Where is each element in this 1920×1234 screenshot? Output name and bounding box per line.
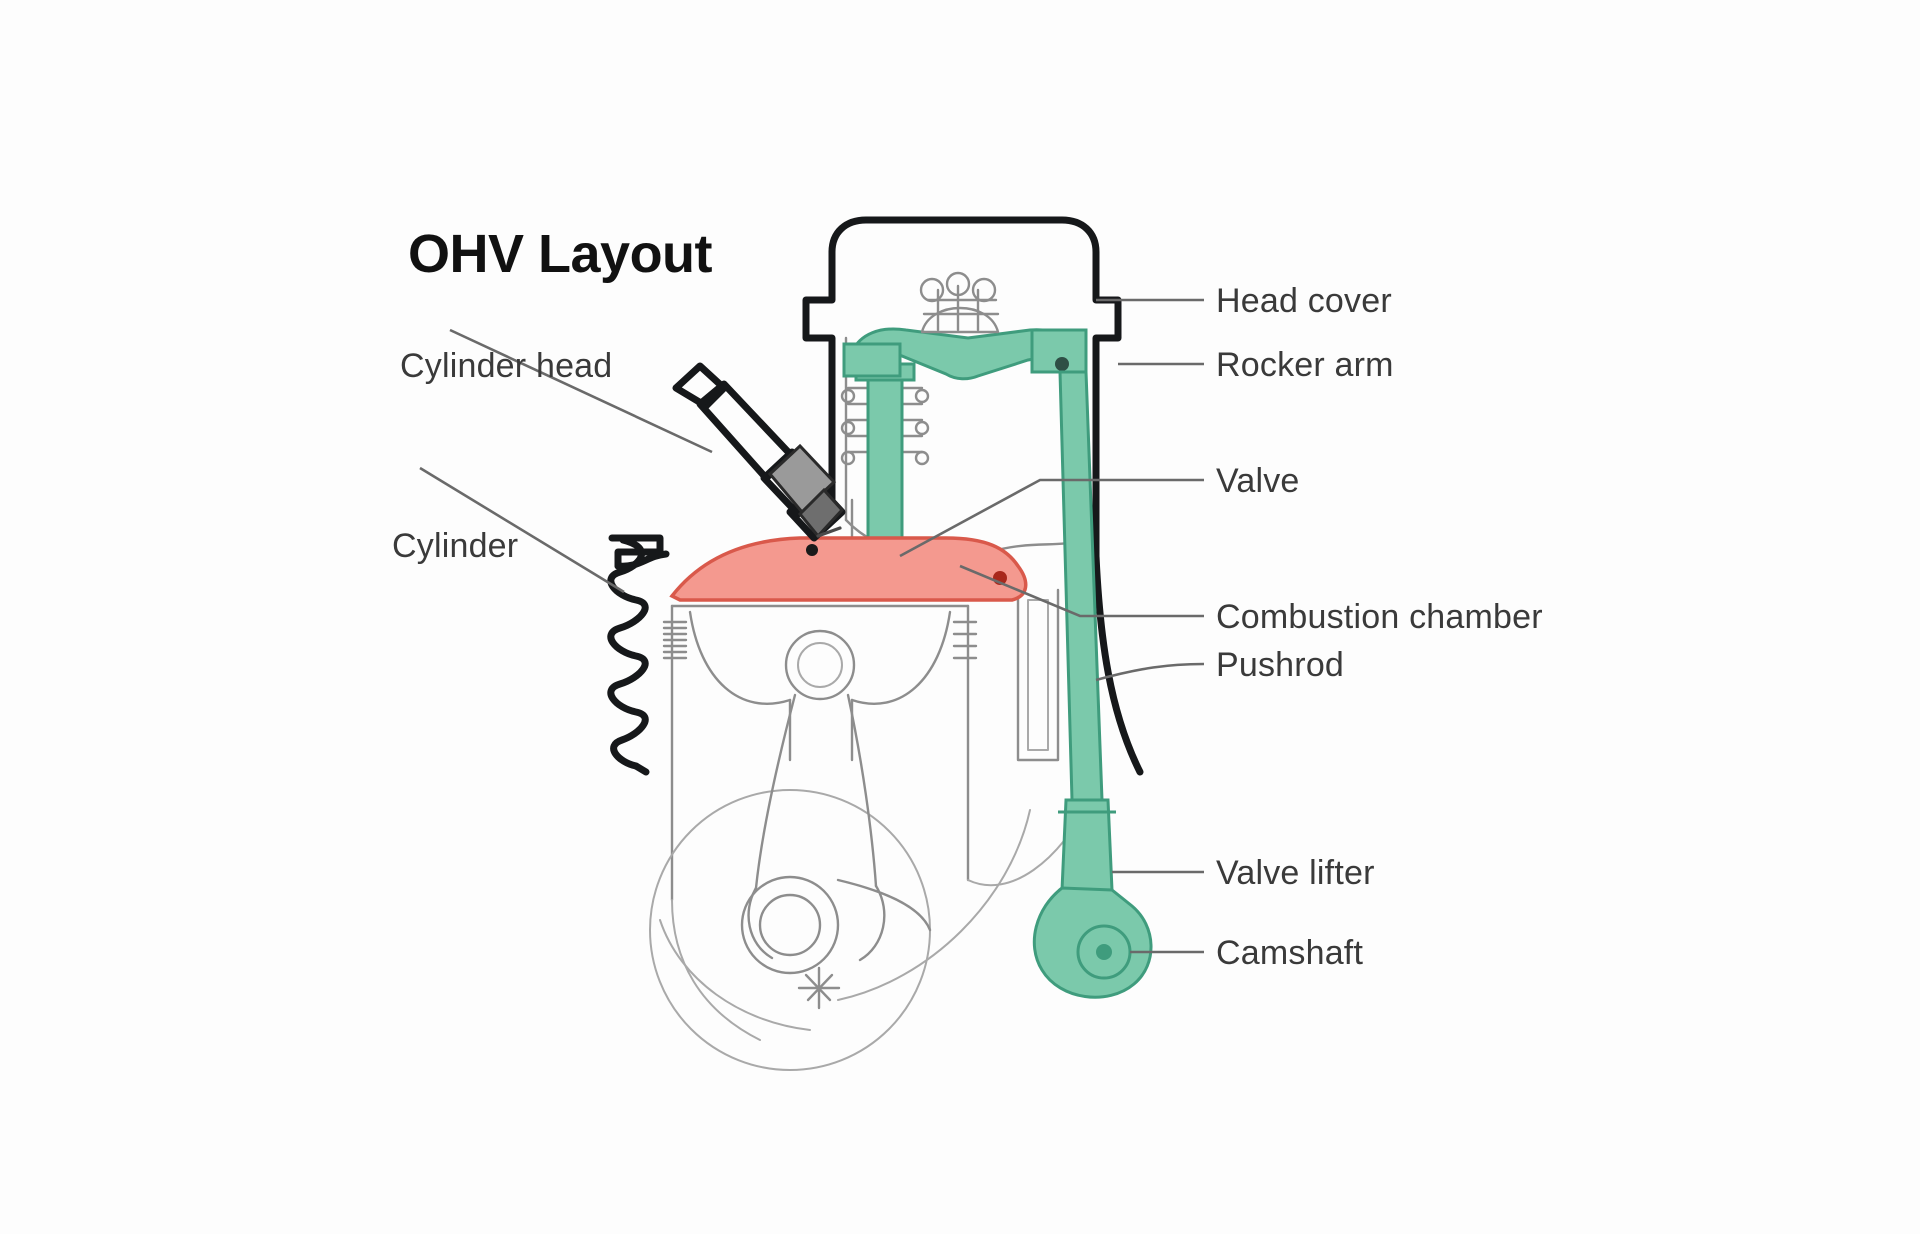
combustion-chamber-body xyxy=(669,536,1028,602)
label-combustion-chamber: Combustion chamber xyxy=(1216,598,1543,636)
leader-cylinder xyxy=(419,466,625,594)
piston-rings-right xyxy=(952,620,978,660)
valve-stem xyxy=(866,368,904,558)
label-valve-lifter: Valve lifter xyxy=(1216,854,1375,892)
spark-plug-tip xyxy=(797,487,845,539)
labels-left: Cylinder head Cylinder xyxy=(392,347,612,565)
valve-spring-group xyxy=(840,386,930,466)
rocker-arm-valve-pad xyxy=(842,342,902,378)
cylinder-block-group xyxy=(659,604,1091,1041)
label-cylinder: Cylinder xyxy=(392,527,518,565)
cylinder-cooling-fins xyxy=(607,536,650,776)
piston-group xyxy=(662,604,978,762)
combustion-chamber-group xyxy=(669,536,1028,602)
rocker-pivot-dot xyxy=(1055,357,1069,371)
label-valve: Valve xyxy=(1216,462,1300,500)
camshaft-group xyxy=(1032,886,1153,999)
spark-plug-group xyxy=(672,362,846,556)
head-cover-group xyxy=(802,216,1144,776)
leader-combustion-chamber xyxy=(959,564,1204,618)
page-title: OHV Layout xyxy=(408,224,713,284)
label-pushrod: Pushrod xyxy=(1216,646,1344,684)
leader-valve xyxy=(899,478,1204,558)
crankshaft-group xyxy=(649,789,932,1071)
label-camshaft: Camshaft xyxy=(1216,934,1363,972)
leader-pushrod xyxy=(1095,662,1205,682)
rocker-pivot-stud-group xyxy=(919,271,1000,334)
label-head-cover: Head cover xyxy=(1216,282,1392,320)
label-cylinder-head: Cylinder head xyxy=(400,347,612,385)
valve-lifter-group xyxy=(1058,798,1116,892)
spark-plug-electrode xyxy=(806,544,818,556)
leader-lines-right xyxy=(899,298,1205,954)
leader-cylinder-head xyxy=(449,328,713,454)
leader-lines-left xyxy=(419,328,713,594)
labels-right: Head cover Rocker arm Valve Combustion c… xyxy=(1216,282,1543,972)
cylinder-head-outline xyxy=(608,534,670,570)
camshaft-centre xyxy=(1096,944,1112,960)
label-rocker-arm: Rocker arm xyxy=(1216,346,1394,384)
piston-rings-left xyxy=(662,620,688,660)
rocker-arm-group xyxy=(842,327,1088,381)
